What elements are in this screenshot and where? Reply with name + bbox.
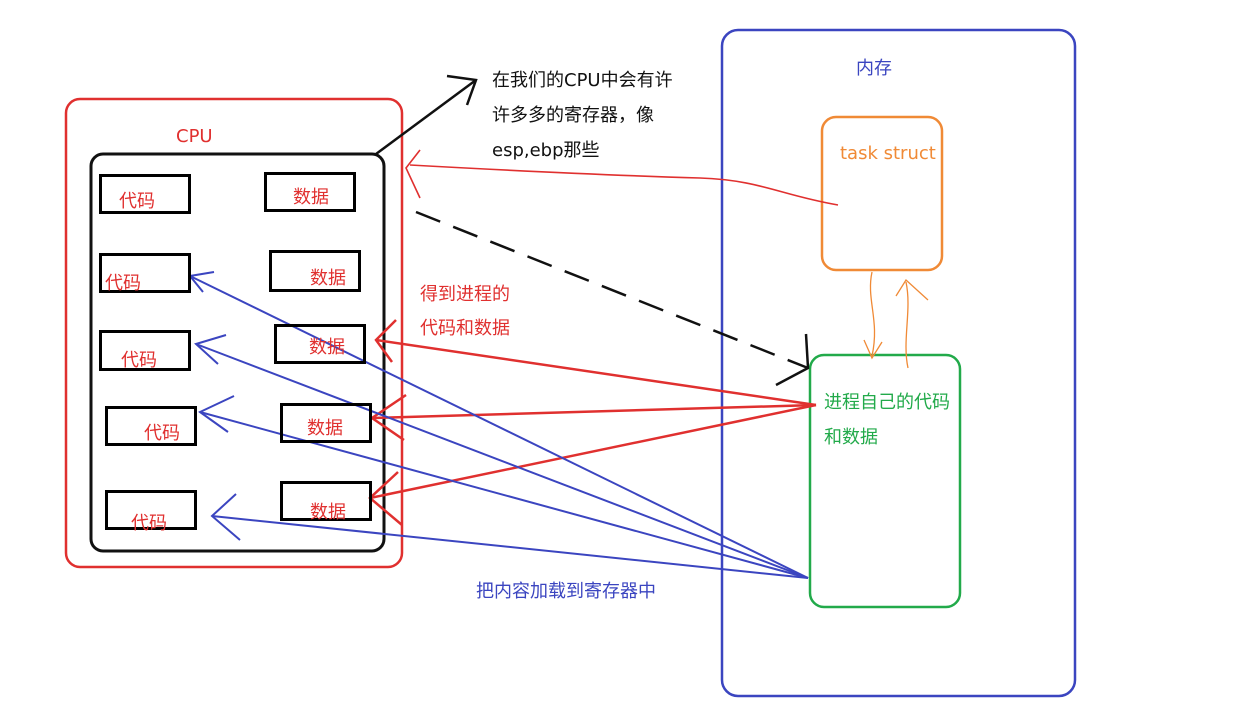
task-struct-box (820, 115, 944, 272)
data-box: 数据 (269, 250, 361, 292)
data-label: 数据 (310, 268, 346, 289)
code-label: 代码 (144, 423, 180, 444)
red-arrows (368, 319, 817, 526)
dashed-arrow (415, 210, 810, 387)
get-code-note-line2: 代码和数据 (420, 318, 510, 339)
data-box: 数据 (280, 403, 372, 443)
code-label: 代码 (131, 513, 167, 534)
cpu-outer-box (64, 97, 404, 569)
code-label: 代码 (119, 191, 155, 212)
registers-note-line3: esp,ebp那些 (492, 140, 600, 161)
code-box: 代码 (99, 174, 191, 214)
data-box: 数据 (280, 481, 372, 523)
data-label: 数据 (309, 337, 345, 358)
memory-title: 内存 (856, 58, 892, 79)
code-label: 代码 (121, 350, 157, 371)
data-label: 数据 (310, 502, 346, 523)
data-box: 数据 (264, 172, 356, 212)
code-box: 代码 (105, 490, 197, 534)
memory-box (720, 28, 1077, 698)
code-label: 代码 (105, 273, 141, 294)
process-data-box (808, 353, 962, 609)
get-code-note-line1: 得到进程的 (420, 284, 510, 305)
data-box: 数据 (274, 324, 366, 364)
task-struct-to-cpu-arrow (405, 149, 839, 206)
task-process-link (863, 271, 929, 369)
cpu-title: CPU (176, 126, 213, 147)
load-registers-note: 把内容加载到寄存器中 (476, 581, 656, 602)
code-box: 代码 (105, 406, 197, 446)
code-box: 代码 (99, 253, 191, 294)
data-label: 数据 (293, 187, 329, 208)
process-data-line1: 进程自己的代码 (824, 392, 950, 413)
registers-note-line2: 许多多的寄存器，像 (492, 105, 654, 126)
task-struct-label: task struct (840, 143, 936, 164)
data-label: 数据 (307, 418, 343, 439)
process-data-line2: 和数据 (824, 427, 878, 448)
code-box: 代码 (99, 330, 191, 371)
registers-arrow (375, 74, 478, 156)
registers-note-line1: 在我们的CPU中会有许 (492, 70, 673, 91)
